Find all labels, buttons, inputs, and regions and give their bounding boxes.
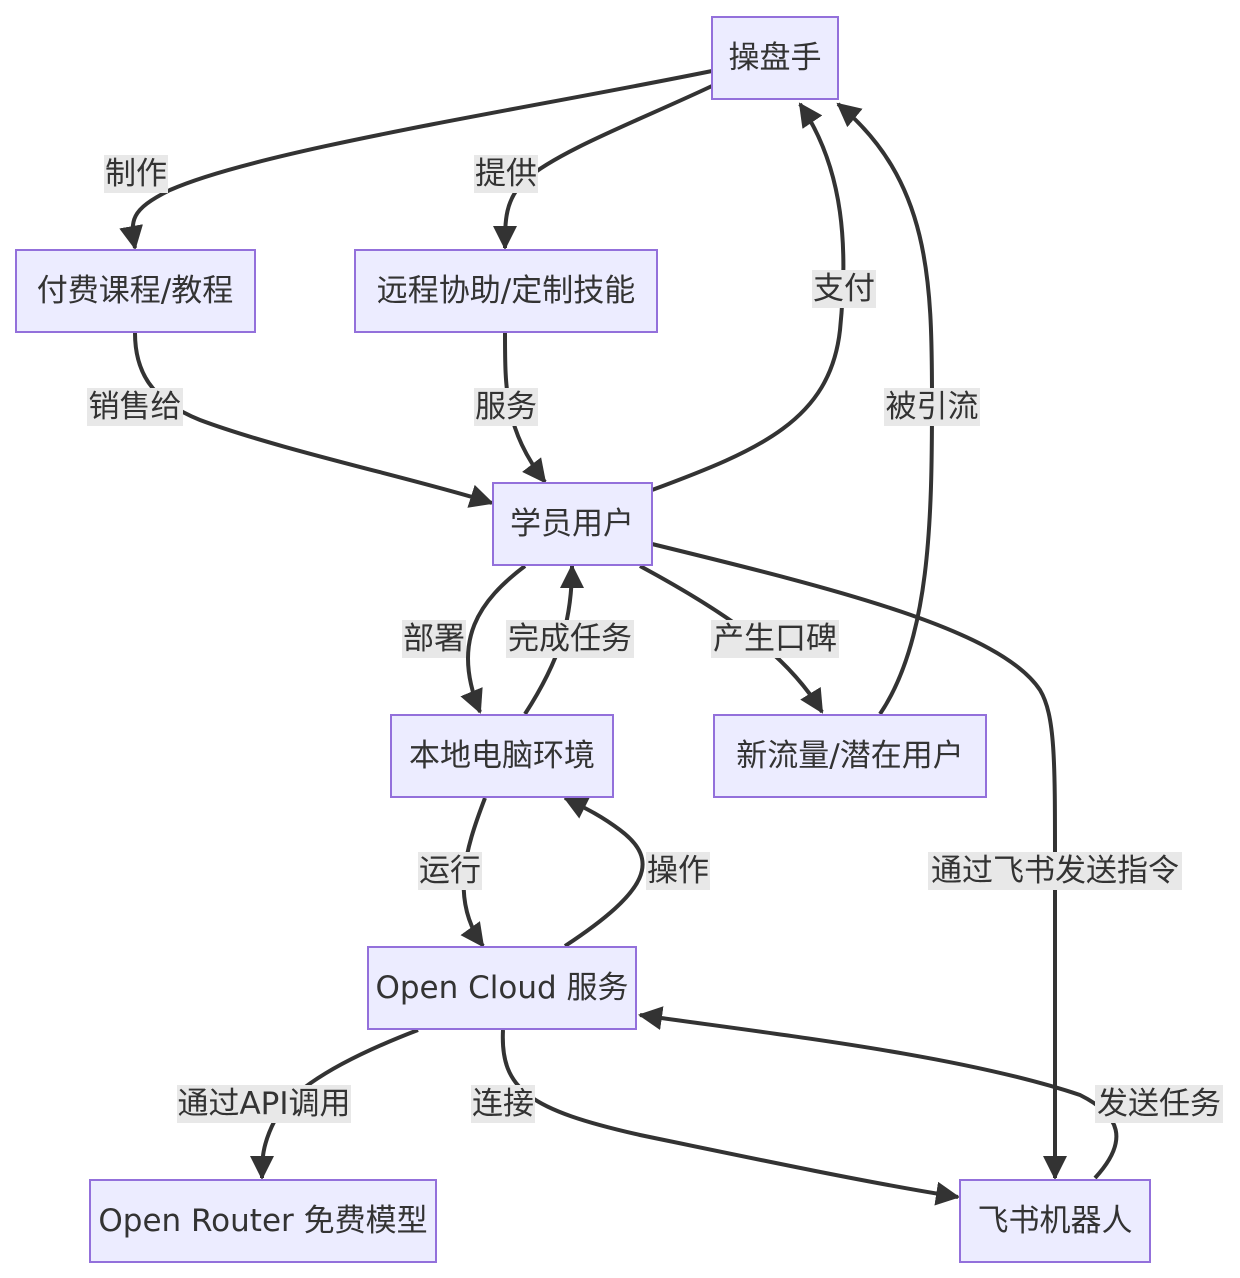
node-local-env-label: 本地电脑环境 (409, 738, 595, 774)
node-student-label: 学员用户 (510, 506, 634, 542)
edge-trader-to-remote (493, 84, 713, 250)
edge-opencloud-to-localenv (563, 796, 645, 948)
node-open-router[interactable]: Open Router 免费模型 (89, 1179, 437, 1263)
node-open-router-label: Open Router 免费模型 (98, 1203, 427, 1239)
node-feishu-bot-label: 飞书机器人 (978, 1203, 1133, 1239)
edge-label-via-api: 通过API调用 (177, 1086, 350, 1122)
edge-trader-to-course (119, 69, 713, 250)
edge-label-provide: 提供 (475, 156, 537, 192)
edge-label-operate: 操作 (647, 853, 709, 889)
edge-label-run: 运行 (419, 853, 481, 889)
edge-label-service: 服务 (475, 389, 537, 425)
edge-label-make: 制作 (105, 156, 167, 192)
node-student[interactable]: 学员用户 (492, 482, 653, 566)
node-course[interactable]: 付费课程/教程 (15, 249, 256, 333)
node-trader[interactable]: 操盘手 (711, 16, 839, 100)
node-remote-label: 远程协助/定制技能 (377, 273, 635, 309)
edge-label-deploy: 部署 (403, 621, 465, 657)
edge-label-pay: 支付 (813, 271, 875, 307)
node-new-traffic[interactable]: 新流量/潜在用户 (713, 714, 987, 798)
edge-label-connect: 连接 (472, 1086, 534, 1122)
edge-label-send-task: 发送任务 (1097, 1086, 1221, 1122)
nodes: 操盘手 付费课程/教程 远程协助/定制技能 学员用户 本地电脑环境 新流量/潜在… (15, 16, 1151, 1263)
node-open-cloud-label: Open Cloud 服务 (375, 970, 628, 1006)
edge-student-to-feishu (651, 542, 1067, 1180)
node-feishu-bot[interactable]: 飞书机器人 (959, 1179, 1151, 1263)
node-local-env[interactable]: 本地电脑环境 (390, 714, 614, 798)
edge-label-sell-to: 销售给 (89, 389, 182, 425)
node-course-label: 付费课程/教程 (37, 273, 233, 309)
node-remote[interactable]: 远程协助/定制技能 (354, 249, 658, 333)
edge-label-word-of-mouth: 产生口碑 (713, 621, 837, 657)
edge-labels: 制作 提供 支付 被引流 销售给 服务 部署 完成任务 产生口碑 通过飞书发送指… (87, 155, 1223, 1123)
edge-label-via-feishu: 通过飞书发送指令 (931, 853, 1179, 889)
node-open-cloud[interactable]: Open Cloud 服务 (367, 946, 637, 1030)
node-trader-label: 操盘手 (729, 40, 822, 76)
edge-student-to-localenv (460, 564, 527, 714)
node-new-traffic-label: 新流量/潜在用户 (736, 738, 963, 774)
edge-opencloud-to-feishu (500, 1029, 960, 1206)
edge-label-complete-task: 完成任务 (508, 621, 632, 657)
edge-feishu-to-opencloud (638, 1006, 1119, 1180)
edge-label-attracted: 被引流 (886, 389, 979, 425)
edge-course-to-student (133, 332, 494, 508)
edge-student-to-trader (651, 102, 846, 492)
